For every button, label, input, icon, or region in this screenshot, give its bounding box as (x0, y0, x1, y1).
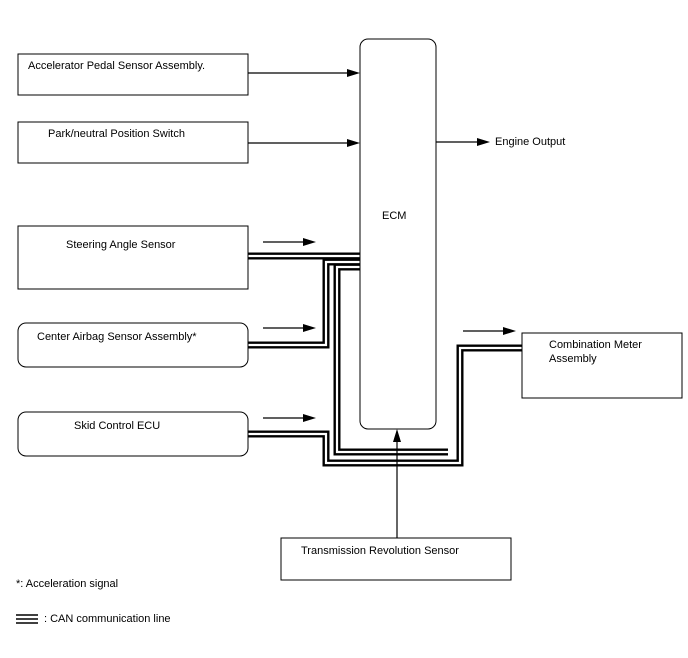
center-airbag-label: Center Airbag Sensor Assembly* (37, 331, 197, 343)
combination-meter-label-line1: Combination Meter (549, 339, 642, 351)
arrow-right-icon (477, 138, 490, 146)
park-neutral-signal-wire (248, 139, 360, 147)
arrow-up-icon (393, 429, 401, 442)
transmission-revolution-box: Transmission Revolution Sensor (280, 537, 512, 581)
accelerator-pedal-label: Accelerator Pedal Sensor Assembly. (28, 60, 205, 72)
steering-angle-box: Steering Angle Sensor (17, 225, 249, 290)
accelerator-pedal-box: Accelerator Pedal Sensor Assembly. (17, 53, 249, 96)
transmission-revolution-label: Transmission Revolution Sensor (301, 545, 459, 557)
flow-arrow-steering (263, 238, 316, 246)
skid-control-label: Skid Control ECU (74, 420, 160, 432)
combination-meter-label-line2: Assembly (549, 353, 597, 365)
engine-output-wire: Engine Output (436, 136, 565, 148)
center-airbag-box: Center Airbag Sensor Assembly* (17, 322, 249, 368)
arrow-right-icon (347, 69, 360, 77)
transmission-signal-wire (393, 429, 401, 538)
flow-arrow-airbag (263, 324, 316, 332)
park-neutral-label: Park/neutral Position Switch (48, 128, 185, 140)
arrow-right-icon (303, 414, 316, 422)
ecm-box: ECM (359, 38, 437, 430)
park-neutral-box: Park/neutral Position Switch (17, 121, 249, 164)
combination-meter-box: Combination Meter Assembly (521, 332, 683, 399)
can-bus (248, 252, 522, 467)
flow-arrow-meter (463, 327, 516, 335)
arrow-right-icon (347, 139, 360, 147)
can-line-icon (16, 614, 38, 624)
skid-control-box: Skid Control ECU (17, 411, 249, 457)
arrow-right-icon (303, 324, 316, 332)
can-line-legend: : CAN communication line (16, 613, 171, 625)
flow-arrow-skid (263, 414, 316, 422)
engine-output-label: Engine Output (495, 136, 565, 148)
ecm-label: ECM (382, 210, 406, 222)
footnote-acceleration-signal: *: Acceleration signal (16, 578, 118, 590)
can-line-legend-label: : CAN communication line (44, 613, 171, 625)
arrow-right-icon (503, 327, 516, 335)
arrow-right-icon (303, 238, 316, 246)
accelerator-signal-wire (248, 69, 360, 77)
steering-angle-label: Steering Angle Sensor (66, 239, 176, 251)
